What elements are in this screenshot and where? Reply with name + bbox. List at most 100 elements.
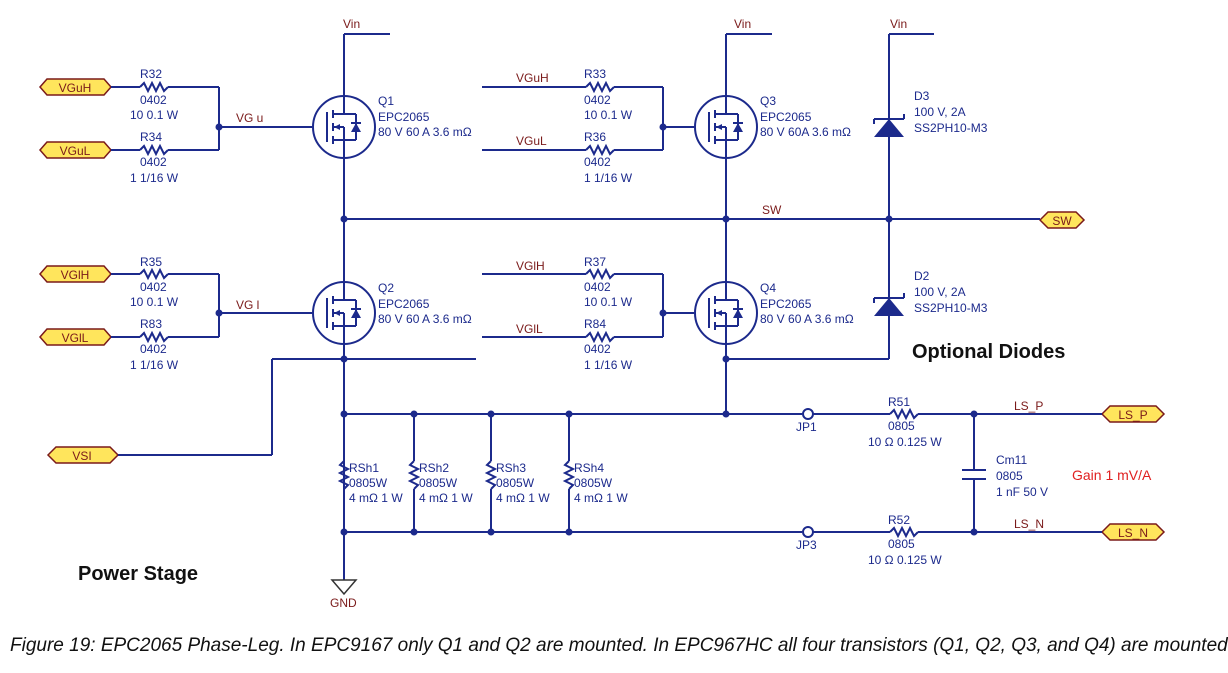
q2 [312, 281, 376, 345]
q2-part: EPC2065 [378, 297, 430, 311]
r51-val: 10 Ω 0.125 W [868, 435, 942, 449]
vin-middle [725, 33, 772, 96]
rsh4-ref: RSh4 [574, 461, 604, 475]
vin-label-2: Vin [734, 17, 751, 31]
q3 [694, 95, 758, 159]
r52-pkg: 0805 [888, 537, 915, 551]
r37-ref: R37 [584, 255, 606, 269]
q1 [312, 95, 376, 159]
d2-rating: 100 V, 2A [914, 285, 966, 299]
q2-ref: Q2 [378, 281, 394, 295]
jp1 [802, 408, 814, 420]
rsh3-ref: RSh3 [496, 461, 526, 475]
rsh2-ref: RSh2 [419, 461, 449, 475]
net-vgll: VGlL [516, 322, 543, 336]
port-vguh[interactable]: VGuH [39, 78, 112, 96]
optional-diodes-label: Optional Diodes [912, 341, 1065, 363]
r33-pkg: 0402 [584, 93, 611, 107]
d3-rating: 100 V, 2A [914, 105, 966, 119]
r35-pkg: 0402 [140, 280, 167, 294]
r83-ref: R83 [140, 317, 162, 331]
rsh2-pkg: 0805W [419, 476, 458, 490]
svg-text:LS_N: LS_N [1118, 526, 1148, 540]
svg-text:VGlH: VGlH [61, 268, 90, 282]
r35-val: 10 0.1 W [130, 295, 179, 309]
rsh1-pkg: 0805W [349, 476, 388, 490]
r52-val: 10 Ω 0.125 W [868, 553, 942, 567]
net-vgl: VG l [236, 298, 259, 312]
r34-ref: R34 [140, 130, 162, 144]
port-sw[interactable]: SW [1038, 211, 1086, 229]
r32-val: 10 0.1 W [130, 108, 179, 122]
q3-part: EPC2065 [760, 110, 812, 124]
cm11-ref: Cm11 [996, 453, 1027, 467]
gnd-symbol [330, 579, 358, 596]
rsh3-val: 4 mΩ 1 W [496, 491, 550, 505]
q3-ref: Q3 [760, 94, 776, 108]
d3-part: SS2PH10-M3 [914, 121, 988, 135]
r83-pkg: 0402 [140, 342, 167, 356]
r32-pkg: 0402 [140, 93, 167, 107]
gate-network-q4 [482, 269, 694, 342]
svg-text:SW: SW [1052, 214, 1072, 228]
port-vglh[interactable]: VGlH [39, 265, 112, 283]
r84-pkg: 0402 [584, 342, 611, 356]
q4-ref: Q4 [760, 281, 776, 295]
r36-val: 1 1/16 W [584, 171, 633, 185]
q4-part: EPC2065 [760, 297, 812, 311]
r32-ref: R32 [140, 67, 162, 81]
r51-pkg: 0805 [888, 419, 915, 433]
net-ls-n: LS_N [1014, 517, 1044, 531]
r83-val: 1 1/16 W [130, 358, 179, 372]
port-ls-n[interactable]: LS_N [1100, 523, 1166, 541]
gate-network-low-side [111, 269, 312, 342]
r34-val: 1 1/16 W [130, 171, 179, 185]
r37-val: 10 0.1 W [584, 295, 633, 309]
cm11 [962, 414, 986, 532]
net-vgu: VG u [236, 111, 263, 125]
jp1-label: JP1 [796, 420, 817, 434]
rsh1-ref: RSh1 [349, 461, 379, 475]
gate-network-q3 [482, 82, 694, 155]
r36-pkg: 0402 [584, 155, 611, 169]
r34-pkg: 0402 [140, 155, 167, 169]
svg-text:VGuL: VGuL [60, 144, 91, 158]
svg-text:VSI: VSI [72, 449, 91, 463]
port-vsi[interactable]: VSI [46, 446, 120, 464]
r84-ref: R84 [584, 317, 606, 331]
net-vglh: VGlH [516, 259, 545, 273]
d2-ref: D2 [914, 269, 930, 283]
q4-spec: 80 V 60 A 3.6 mΩ [760, 312, 854, 326]
port-ls-p[interactable]: LS_P [1100, 405, 1166, 423]
gain-label: Gain 1 mV/A [1072, 467, 1152, 483]
rsh3-pkg: 0805W [496, 476, 535, 490]
d2-part: SS2PH10-M3 [914, 301, 988, 315]
figure-caption: Figure 19: EPC2065 Phase-Leg. In EPC9167… [10, 635, 1228, 656]
jp3 [802, 526, 814, 538]
port-vgul[interactable]: VGuL [39, 141, 112, 159]
gnd-label: GND [330, 596, 357, 610]
power-stage-label: Power Stage [78, 563, 198, 585]
r33-val: 10 0.1 W [584, 108, 633, 122]
rsh4-pkg: 0805W [574, 476, 613, 490]
cm11-val: 1 nF 50 V [996, 485, 1048, 499]
q2-spec: 80 V 60 A 3.6 mΩ [378, 312, 472, 326]
r36-ref: R36 [584, 130, 606, 144]
r37-pkg: 0402 [584, 280, 611, 294]
cm11-pkg: 0805 [996, 469, 1023, 483]
q4 [694, 281, 758, 345]
svg-text:VGlL: VGlL [62, 331, 89, 345]
r35-ref: R35 [140, 255, 162, 269]
q1-part: EPC2065 [378, 110, 430, 124]
r84-val: 1 1/16 W [584, 358, 633, 372]
vin-left [343, 33, 390, 96]
jp3-label: JP3 [796, 538, 817, 552]
q1-ref: Q1 [378, 94, 394, 108]
net-vgul: VGuL [516, 134, 547, 148]
q1-spec: 80 V 60 A 3.6 mΩ [378, 125, 472, 139]
net-ls-p: LS_P [1014, 399, 1043, 413]
svg-text:LS_P: LS_P [1118, 408, 1147, 422]
vin-label-3: Vin [890, 17, 907, 31]
port-vgll[interactable]: VGlL [39, 328, 112, 346]
